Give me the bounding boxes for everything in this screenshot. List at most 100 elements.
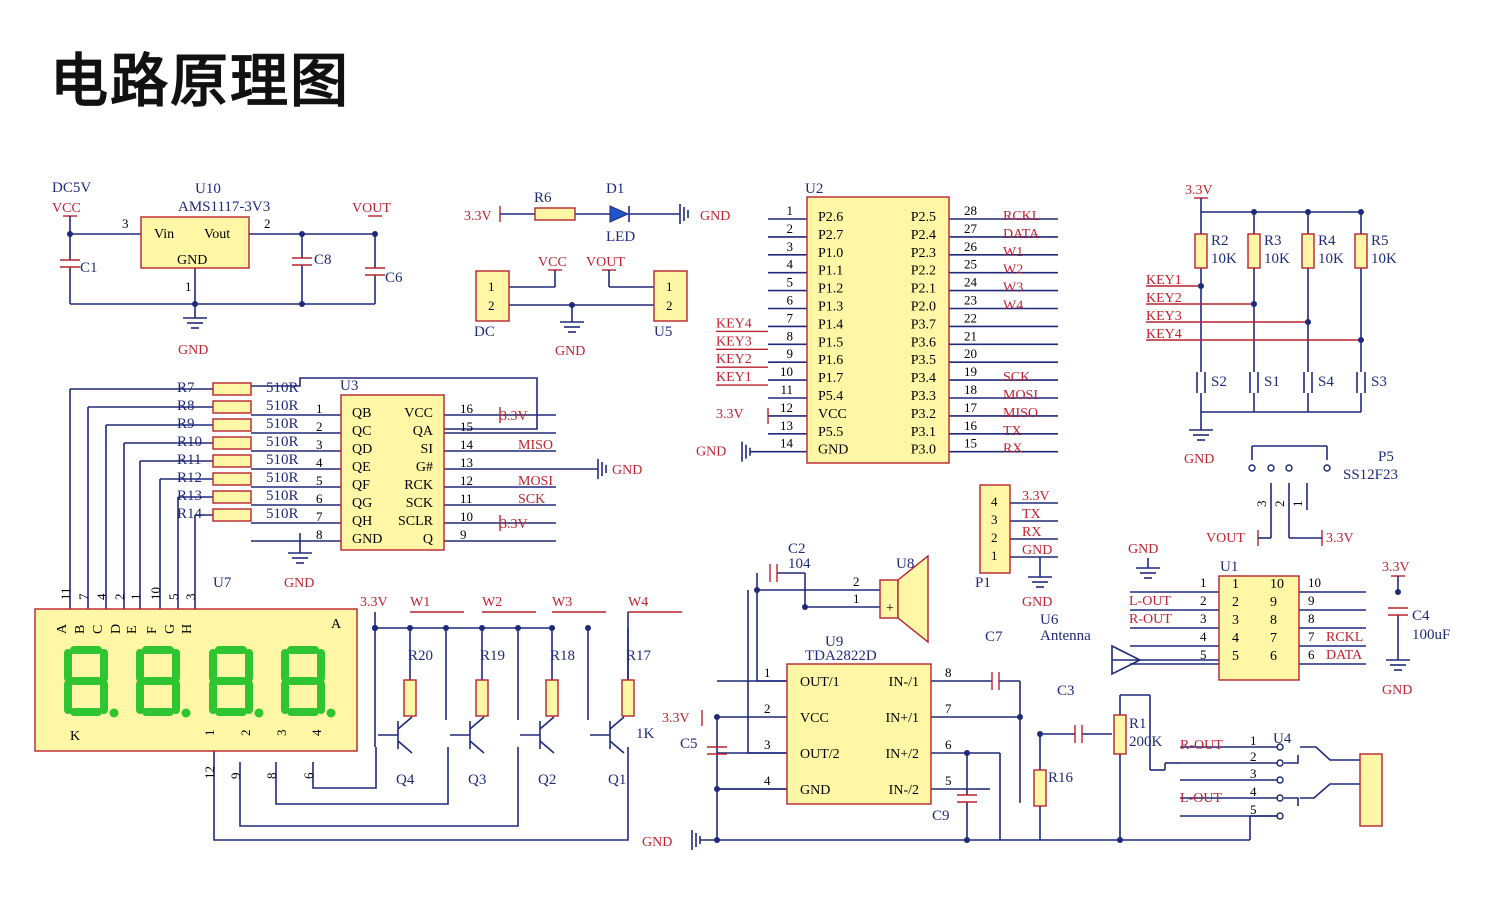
u2-pin-name: P2.4 [911, 228, 936, 243]
c3-label: C3 [1057, 683, 1075, 699]
key-resistor-ref: R4 [1318, 233, 1336, 249]
digit-wire [213, 747, 629, 841]
segment-resistor [212, 472, 252, 486]
u2-pin-num: 20 [964, 346, 977, 361]
u1-ref: U1 [1220, 559, 1238, 575]
key-resistor [1354, 233, 1368, 269]
c6-capacitor [365, 267, 385, 276]
r6-label: R6 [534, 190, 552, 206]
jack-icon [1284, 797, 1299, 806]
u2-pin-num: 23 [964, 293, 977, 308]
u8-pin1: 1 [853, 591, 860, 606]
r1-resistor [1113, 714, 1127, 755]
c6-label: C6 [385, 270, 403, 286]
u4-lout: L-OUT [1180, 791, 1222, 806]
transistor-icon [609, 716, 625, 730]
u10-pin2: 2 [264, 216, 271, 231]
d1-label: D1 [606, 181, 624, 197]
gnd-u3 [288, 552, 312, 564]
u1-pin-num: 10 [1308, 575, 1321, 590]
u9-pin-name: IN+/1 [885, 711, 919, 726]
junction-dot [1395, 589, 1401, 595]
u2-pin-name: P1.3 [818, 300, 843, 315]
key-resistor [1301, 233, 1315, 269]
switch-label: S4 [1318, 374, 1334, 390]
switch-contact [1248, 464, 1256, 472]
u1-inner-num: 9 [1270, 595, 1277, 610]
u2-net-label: GND [696, 445, 726, 460]
key-resistor-val: 10K [1318, 251, 1344, 267]
junction-dot [1117, 837, 1123, 843]
digit-glyph [281, 646, 336, 718]
u2-pin-name: P3.5 [911, 353, 936, 368]
junction-dot [372, 625, 378, 631]
u7-bottom-pin: 12 [202, 766, 217, 779]
u2-pin-name: P1.2 [818, 282, 843, 297]
u2-pin-num: 5 [787, 275, 794, 290]
u2-pin-num: 26 [964, 239, 978, 254]
u2-pin-name: P3.6 [911, 335, 936, 350]
key-net-label: KEY1 [1146, 273, 1182, 288]
transistor-icon [609, 740, 625, 754]
u3-ref: U3 [340, 378, 358, 394]
u2-pin-name: P3.1 [911, 425, 936, 440]
u2-pin-name: P3.4 [911, 371, 936, 386]
segment-resistor-val: 510R [266, 506, 299, 522]
u8-pin2: 2 [853, 574, 860, 589]
u9-pin-name: IN+/2 [885, 747, 919, 762]
junction-dot [1358, 337, 1364, 343]
u7-digit-num: 3 [274, 730, 289, 737]
u4-pin-num: 5 [1250, 802, 1257, 817]
u3-net-label: GND [612, 463, 642, 478]
u9-pin-num: 3 [764, 737, 771, 752]
u2-pin-name: P1.0 [818, 246, 843, 261]
gnd-u2 [741, 441, 751, 462]
u5-pin2: 2 [666, 298, 673, 313]
u3-pin-name: RCK [404, 478, 433, 493]
u2-pin-name: P2.3 [911, 246, 936, 261]
u2-net-label: DATA [1003, 227, 1040, 242]
junction-dot [1358, 209, 1364, 215]
u2-pin-num: 9 [787, 346, 794, 361]
u3-pin-num: 7 [316, 509, 323, 524]
u9-pin-name: OUT/1 [800, 675, 840, 690]
base-resistor-ref: R20 [408, 648, 433, 664]
vout-label: VOUT [586, 255, 625, 270]
digit-glyph [209, 646, 264, 718]
u3-pin-num: 11 [460, 491, 473, 506]
u2-pin-name: P3.3 [911, 389, 936, 404]
junction-dot [1305, 319, 1311, 325]
digit-glyph [136, 646, 191, 718]
dc-label: DC [474, 324, 495, 340]
speaker-icon [897, 554, 929, 644]
junction-dot [964, 837, 970, 843]
jack-contact [1276, 776, 1284, 784]
transistor-net-label: W3 [552, 595, 572, 610]
junction-dot [1198, 283, 1204, 289]
u3-pin-name: QE [352, 460, 371, 475]
u4-pin-num: 3 [1250, 766, 1257, 781]
gnd-u9 [691, 830, 701, 850]
u2-pin-num: 24 [964, 275, 978, 290]
u2-pin-name: P2.0 [911, 300, 936, 315]
u4-pin-num: 2 [1250, 749, 1257, 764]
transistor-icon [397, 716, 413, 730]
c2-value: 104 [788, 556, 811, 572]
v33-label: 3.3V [360, 595, 388, 610]
u3-pin-name: QB [352, 406, 371, 421]
base-resistor-ref: R17 [626, 648, 652, 664]
u10-part: AMS1117-3V3 [178, 199, 270, 215]
gnd-label: GND [178, 343, 208, 358]
u4-rout: R-OUT [1180, 738, 1223, 753]
u7-seg-letter: A [55, 623, 70, 634]
transistor-ref: Q3 [468, 772, 486, 788]
segment-resistor-val: 510R [266, 398, 299, 414]
u2-pin-name: P3.7 [911, 317, 936, 332]
junction-dot [802, 604, 808, 610]
u7-seg-letter: C [91, 625, 106, 634]
u1-inner-num: 8 [1270, 613, 1277, 628]
segment-resistor-val: 510R [266, 470, 299, 486]
p1-header [979, 484, 1011, 574]
segment-resistor-ref: R11 [177, 452, 201, 468]
